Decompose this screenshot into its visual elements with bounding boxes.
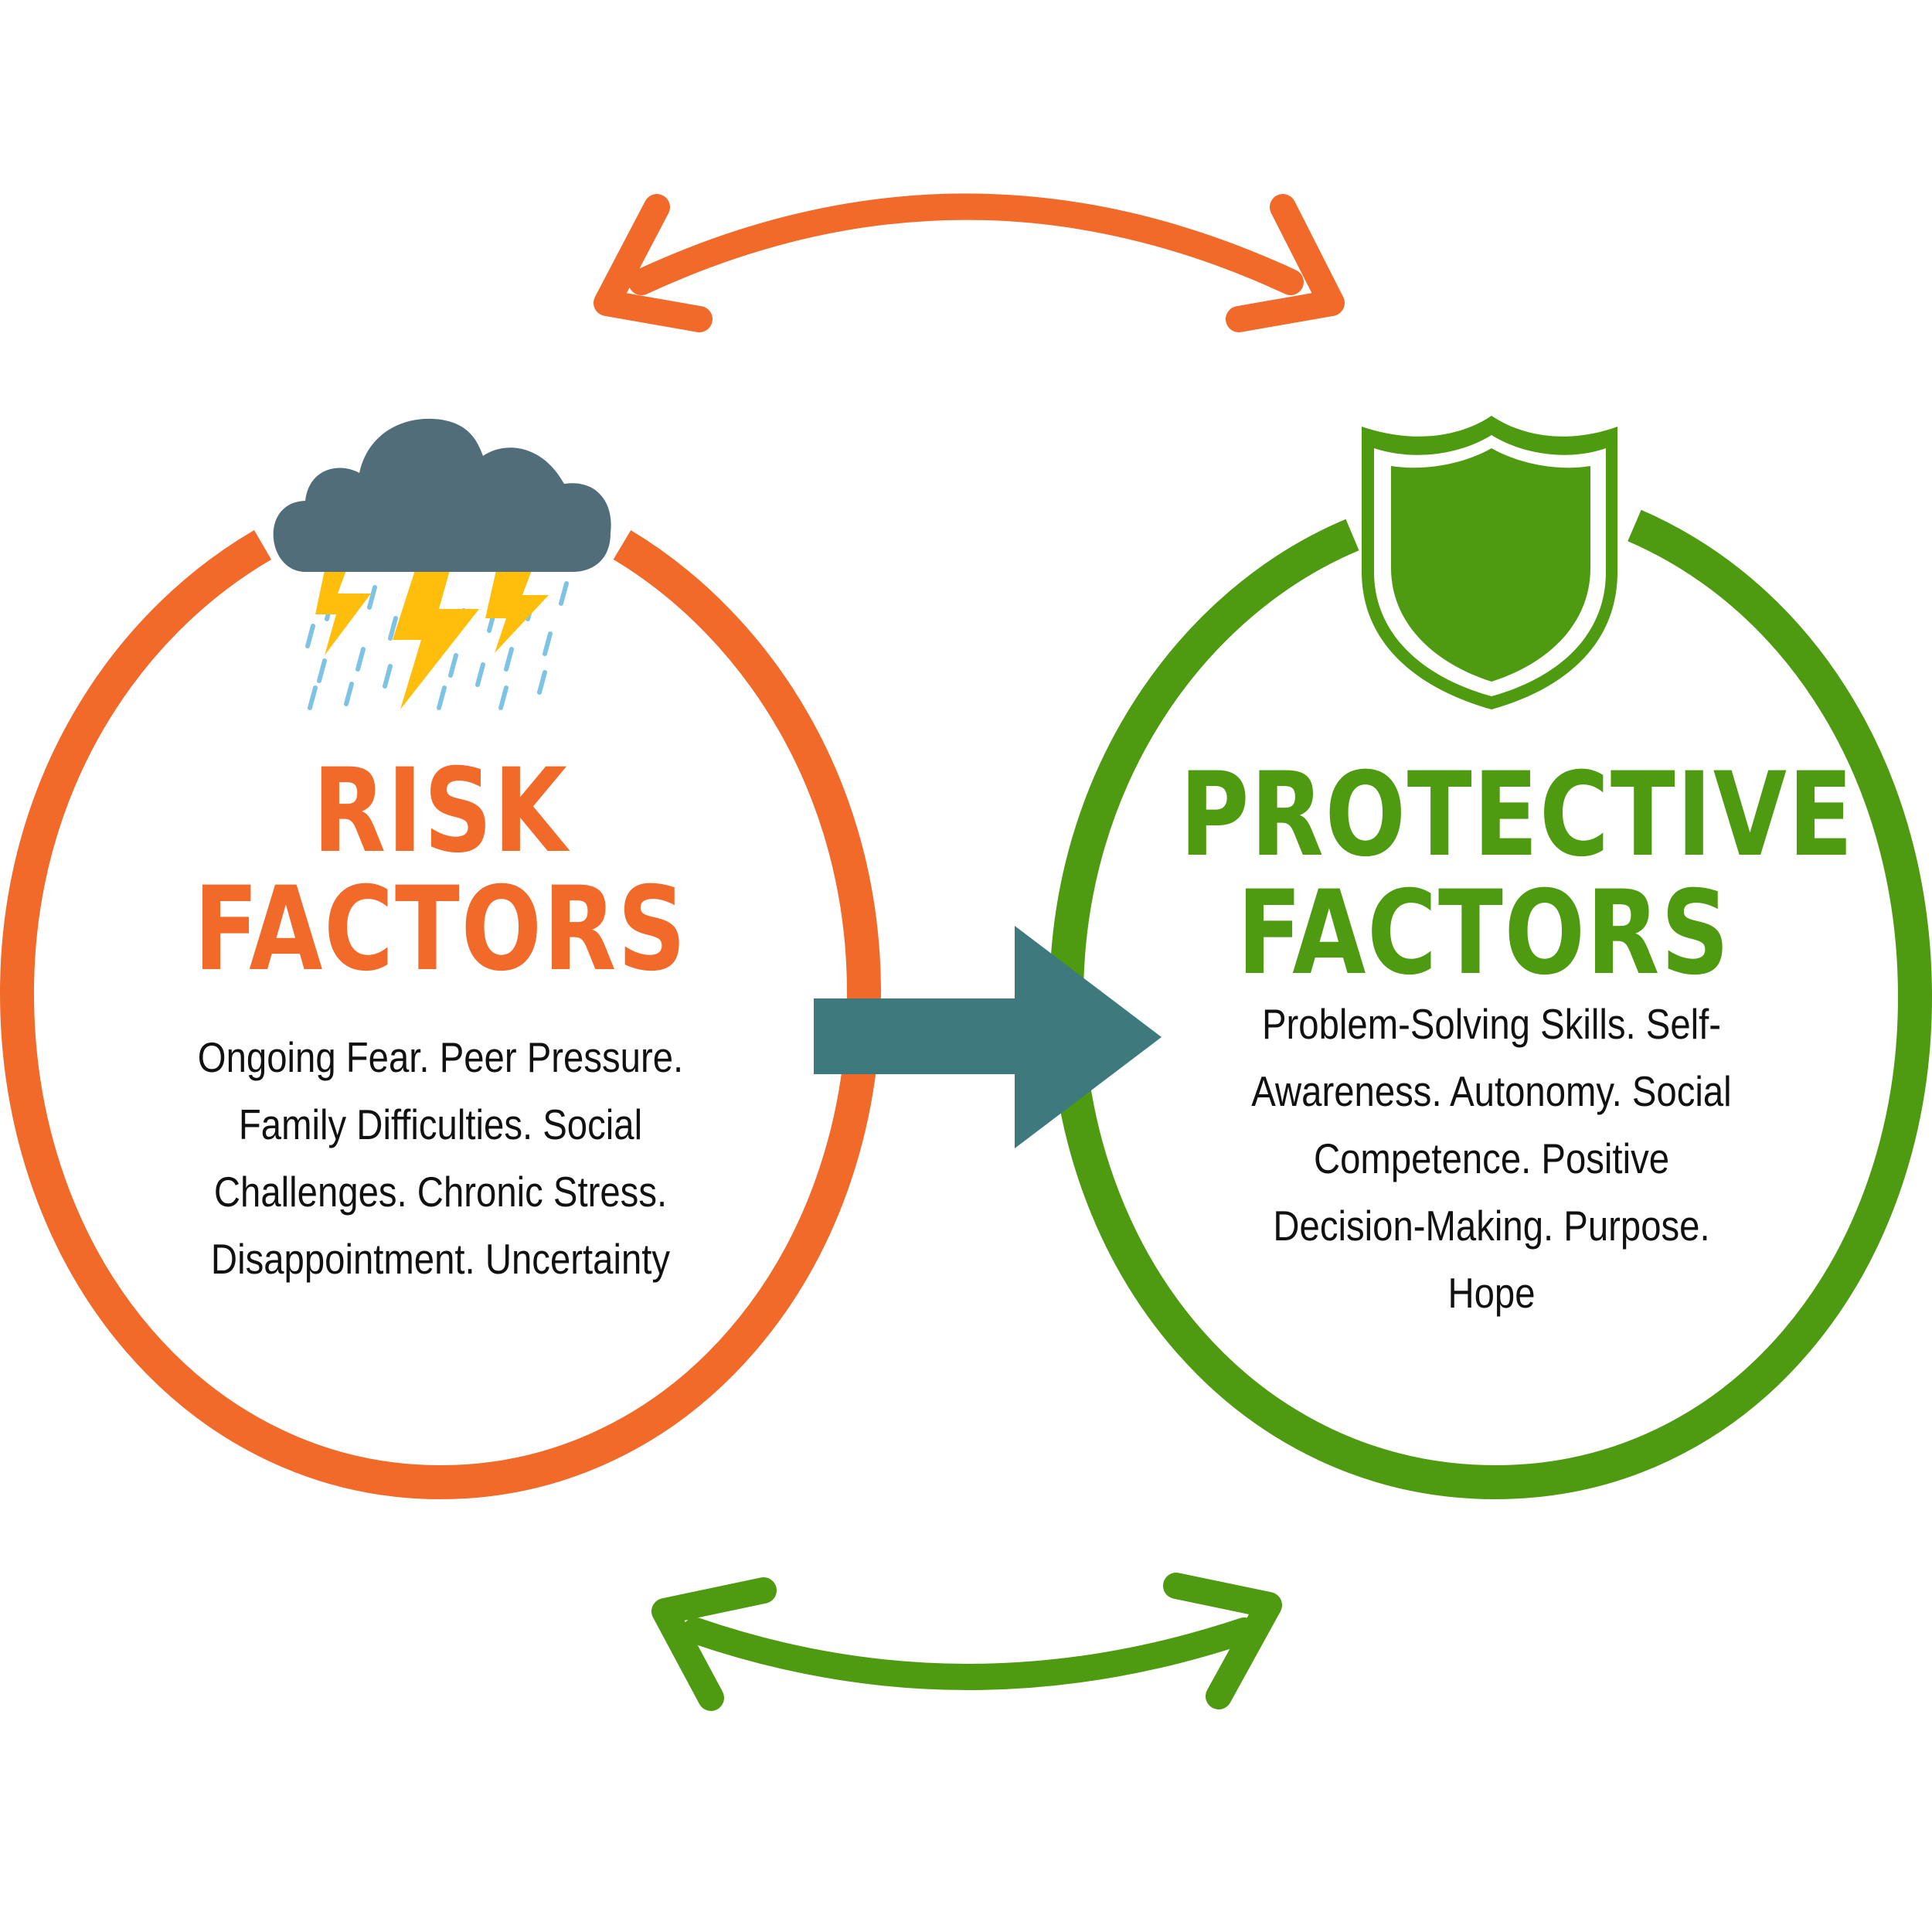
cloud-shape (273, 418, 611, 572)
top-arrow-left-head (594, 194, 713, 332)
protective-text-line: Hope (1447, 1269, 1536, 1317)
lightning-bolts (315, 570, 549, 709)
bottom-arrow-left-head (651, 1577, 777, 1711)
top-arrow-curve (628, 193, 1304, 295)
risk-ring (0, 530, 882, 1500)
storm-cloud-icon (273, 418, 611, 710)
risk-text-line: Challenges. Chronic Stress. (213, 1168, 668, 1216)
protective-text-line: Decision-Making. Purpose. (1273, 1202, 1710, 1250)
risk-text-line: Ongoing Fear. Peer Pressure. (197, 1033, 684, 1081)
risk-title-line2: FACTORS (193, 862, 688, 997)
bottom-arrow-curve (682, 1617, 1257, 1690)
protective-factors-list: Problem-Solving Skills. Self- Awareness.… (1179, 991, 1804, 1327)
shield-icon (1362, 416, 1617, 709)
bottom-double-arrow-icon (651, 1573, 1282, 1711)
top-double-arrow-icon (594, 193, 1345, 332)
shield-inner (1391, 448, 1590, 682)
bottom-arrow-right-head (1163, 1573, 1282, 1709)
top-arrow-right-head (1226, 194, 1345, 332)
protective-title-line2: FACTORS (1236, 866, 1731, 1001)
protective-text-line: Awareness. Autonomy. Social (1251, 1067, 1732, 1115)
protective-text-line: Competence. Positive (1313, 1134, 1670, 1182)
protective-ring (1049, 509, 1932, 1500)
risk-factors-list: Ongoing Fear. Peer Pressure. Family Diff… (148, 1024, 733, 1293)
risk-title-line1: RISK (312, 744, 569, 879)
center-right-arrow-icon (814, 926, 1162, 1148)
risk-text-line: Disappointment. Uncertainty (210, 1235, 671, 1283)
center-arrow-shape (814, 926, 1162, 1148)
risk-text-line: Family Difficulties. Social (238, 1100, 643, 1148)
protective-title-line1: PROTECTIVE (1179, 748, 1855, 883)
protective-text-line: Problem-Solving Skills. Self- (1261, 1000, 1722, 1048)
